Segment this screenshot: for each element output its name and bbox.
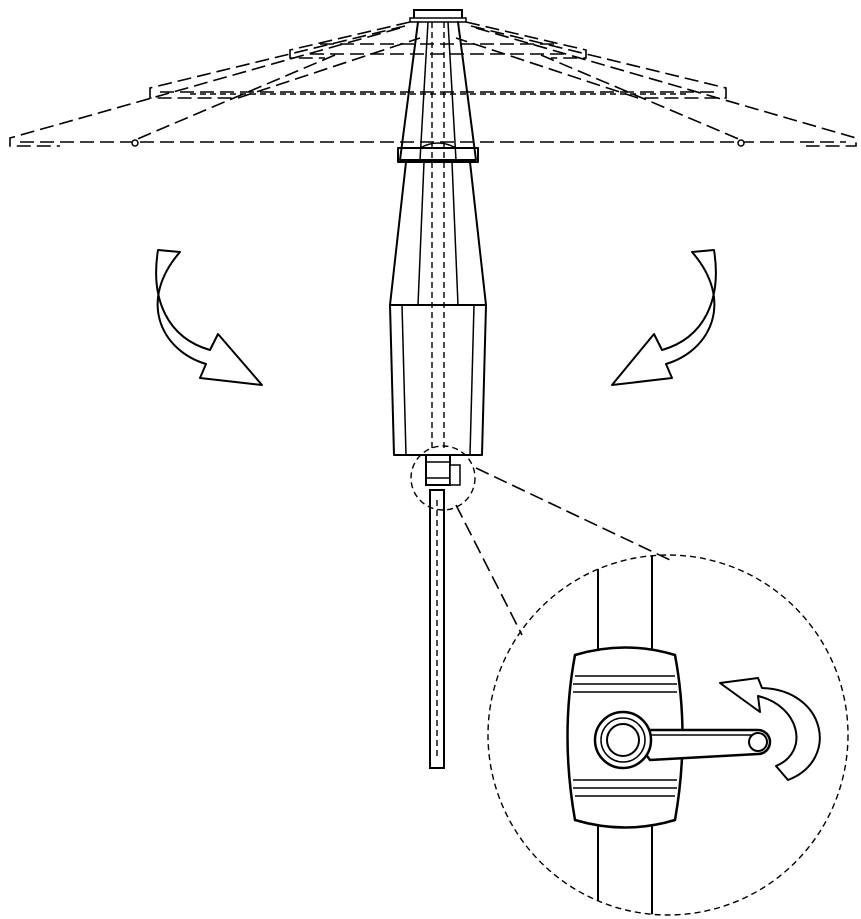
umbrella-canopy-icon: [9, 9, 857, 147]
magnifier-circle-icon: [410, 445, 476, 511]
umbrella-folded-body: [389, 21, 487, 769]
crank-rotation-arrow-icon: [719, 677, 821, 781]
crank-detail-view: [487, 554, 849, 916]
detail-leader-lines: [455, 467, 671, 636]
crank-handle-icon: [593, 710, 772, 770]
rotation-arrow-icon-right: [611, 249, 717, 386]
rotation-arrow-icon: [155, 249, 263, 386]
